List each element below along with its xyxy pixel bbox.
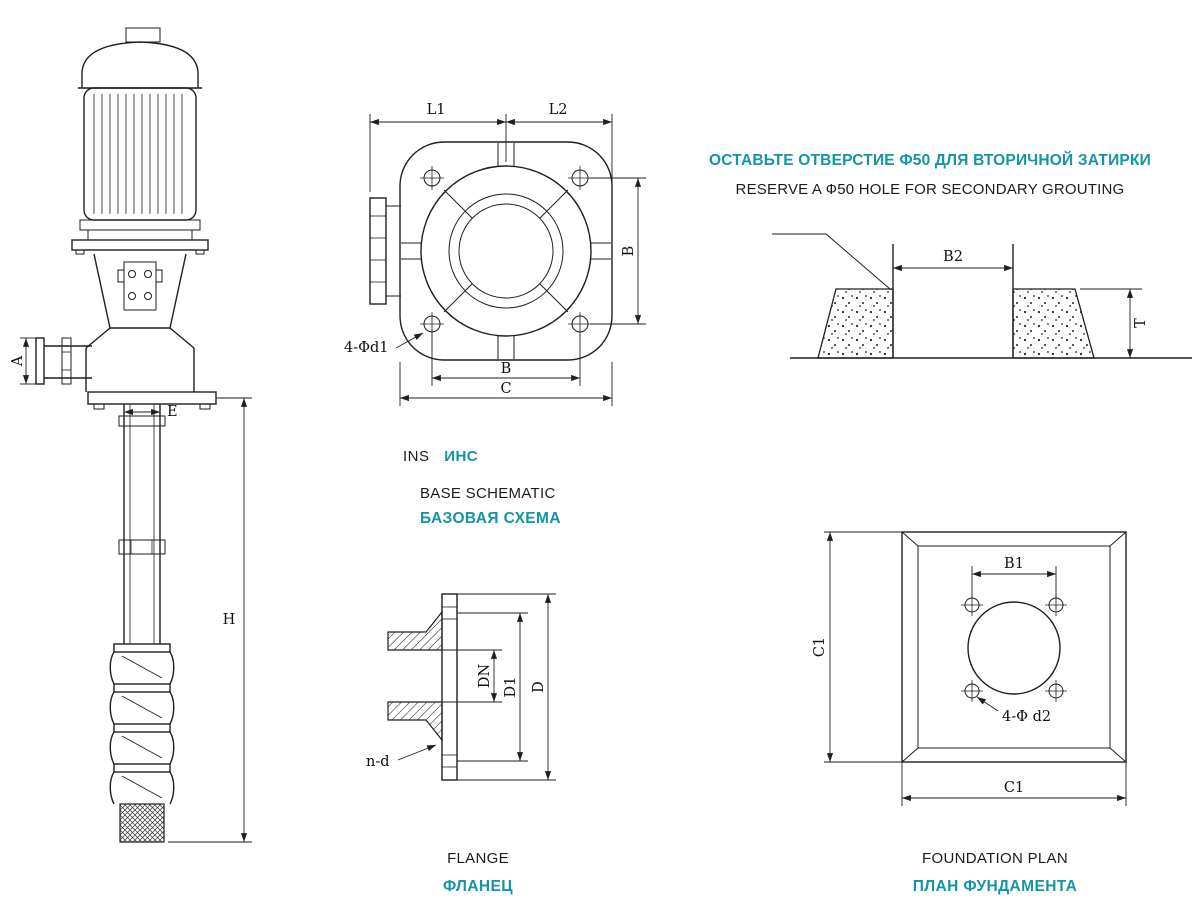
pump-dim-a: A	[10, 355, 26, 367]
grouting-note-english: RESERVE A Ф50 HOLE FOR SECONDARY GROUTIN…	[735, 181, 1125, 198]
flange-hub-lower	[387, 701, 443, 742]
base-ribs	[401, 143, 611, 359]
base-dim-b-side: B	[621, 246, 637, 257]
flange-holes-label: n-d	[366, 754, 390, 770]
foundation-dim-c1-side: C1	[812, 637, 828, 657]
flange-title-en: FLANGE	[447, 850, 509, 867]
grouting-note-russian: ОСТАВЬТЕ ОТВЕРСТИЕ Ф50 ДЛЯ ВТОРИЧНОЙ ЗАТ…	[709, 152, 1151, 169]
flange-title-ru: ФЛАНЕЦ	[443, 878, 513, 895]
base-dim-l1: L1	[427, 102, 446, 118]
flange-section-drawing: DN D1 D n-d	[366, 593, 556, 781]
base-dim-c: C	[500, 381, 511, 397]
flange-dim-dn: DN	[477, 664, 493, 689]
pump-dim-e: E	[167, 404, 178, 420]
base-schematic-title-ru: БАЗОВАЯ СХЕМА	[420, 510, 561, 527]
flange-hub-upper	[387, 610, 443, 651]
ins-label-en: INS	[403, 448, 430, 465]
shaft-coupling	[123, 261, 157, 311]
base-holes-label: 4-Φd1	[344, 340, 389, 356]
base-dim-l2: L2	[549, 102, 568, 118]
foundation-plan-drawing: B1 C1 C1 4-Φ d2	[812, 531, 1127, 806]
base-bore-circle	[458, 203, 554, 299]
base-corner-holes	[420, 166, 592, 336]
base-outer-circle	[420, 165, 592, 337]
grouting-detail-drawing: B2 T	[772, 233, 1192, 359]
motor-stool-plate	[71, 239, 209, 251]
foundation-center-opening	[967, 601, 1061, 695]
foundation-outer-square	[901, 531, 1127, 763]
foundation-inner-square	[917, 545, 1111, 749]
foundation-title-ru: ПЛАН ФУНДАМЕНТА	[912, 878, 1078, 895]
grouting-leader-line	[772, 233, 891, 290]
ins-label-ru: ИНС	[444, 448, 479, 465]
base-side-flange	[369, 197, 401, 305]
foundation-dim-c1-bottom: C1	[1004, 780, 1024, 796]
grouting-dim-t: T	[1133, 318, 1149, 328]
bowl-assembly	[109, 643, 175, 805]
motor-body	[83, 87, 197, 221]
foundation-anchor-holes	[961, 594, 1067, 702]
base-schematic-title-en: BASE SCHEMATIC	[420, 485, 556, 502]
discharge-flange	[35, 337, 45, 385]
ins-label: INS ИНС	[403, 448, 478, 465]
foundation-title-en: FOUNDATION PLAN	[922, 850, 1068, 867]
flange-dim-d: D	[531, 681, 547, 693]
base-plate	[87, 391, 217, 405]
concrete-block-left	[817, 288, 894, 359]
base-dim-b-bottom: B	[501, 361, 512, 377]
base-schematic-drawing: L1 L2 B B C 4-Φd1	[344, 102, 646, 406]
flange-dim-d1: D1	[503, 677, 519, 698]
motor-fan-cover	[81, 41, 199, 88]
foundation-dim-b1: B1	[1004, 556, 1024, 572]
pump-elevation-drawing: A E	[10, 27, 252, 843]
foundation-holes-label: 4-Φ d2	[1002, 709, 1051, 725]
grouting-dim-b2: B2	[943, 249, 963, 265]
concrete-block-right	[1012, 288, 1095, 359]
pump-dim-h: H	[223, 612, 236, 628]
motor-junction-box	[125, 27, 161, 43]
suction-strainer	[119, 803, 165, 843]
flange-plate	[441, 593, 458, 781]
column-pipe	[118, 404, 166, 644]
motor-fins	[93, 94, 183, 214]
